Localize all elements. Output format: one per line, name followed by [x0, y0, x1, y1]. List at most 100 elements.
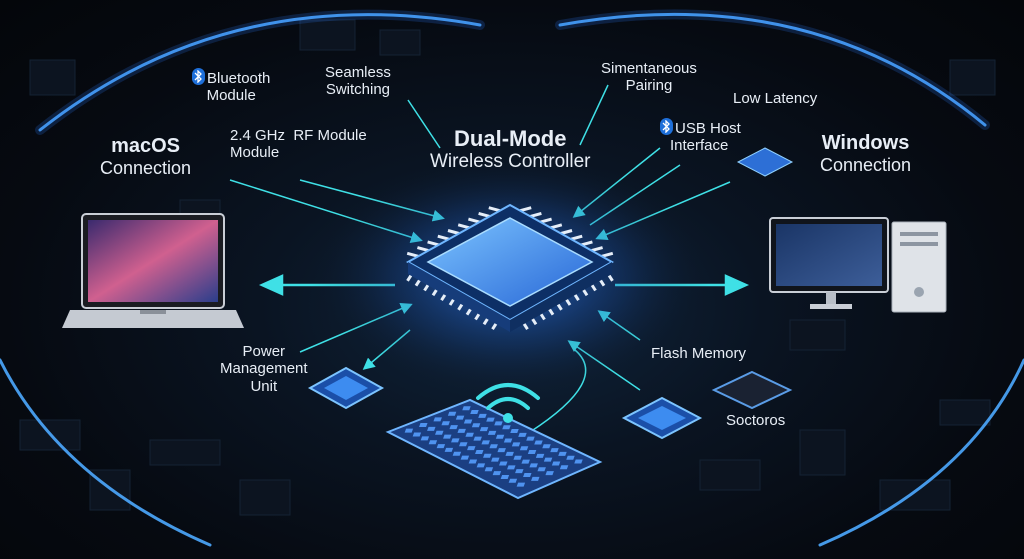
power-line1: Power: [242, 343, 286, 360]
rf-module-label: 2.4 GHz RF Module Module: [230, 127, 367, 162]
chip-pin: [406, 251, 419, 258]
title-line2: Wireless Controller: [430, 151, 591, 173]
keyboard-key: [451, 438, 460, 443]
macos-subtitle: Connection: [100, 158, 192, 178]
keyboard-key: [475, 449, 484, 454]
keyboard-key: [508, 478, 518, 483]
usb-line1: USB Host: [675, 120, 741, 137]
keyboard-key: [516, 482, 526, 487]
chip-pin: [540, 217, 552, 224]
keyboard-key: [476, 463, 486, 468]
keyboard-key: [519, 446, 529, 451]
chip-pin: [519, 206, 532, 213]
keyboard-key: [518, 432, 527, 437]
windows-subtitle: Connection: [820, 155, 912, 175]
keyboard-key: [545, 471, 554, 476]
keyboard-key: [428, 440, 438, 445]
keyboard-key: [481, 440, 490, 445]
keyboard-key: [419, 423, 428, 428]
windows-desktop: [769, 217, 947, 313]
controller-chip: [310, 155, 710, 395]
keyboard-key: [404, 428, 414, 433]
chip-pin: [427, 240, 439, 247]
keyboard-key: [471, 423, 481, 428]
keyboard-key: [558, 451, 567, 456]
keyboard-key: [542, 444, 551, 449]
keyboard-key: [465, 432, 474, 437]
keyboard-key: [468, 459, 478, 464]
chip-pin: [447, 229, 460, 235]
sector-chip: [711, 370, 793, 410]
keyboard-key: [444, 447, 454, 452]
keyboard-key: [435, 430, 444, 435]
chip-pin: [570, 234, 583, 241]
power-chip: [307, 366, 385, 410]
power-line3: Unit: [250, 377, 278, 395]
keyboard-key: [551, 461, 561, 466]
low-latency-label: Low Latency: [733, 90, 817, 107]
title-line1: Dual-Mode: [454, 126, 567, 151]
flash-memory-label: Flash Memory: [651, 345, 746, 362]
keyboard-key: [500, 474, 510, 479]
windows-connection-label: Windows Connection: [820, 132, 911, 176]
chip-pin: [468, 217, 480, 224]
macos-connection-label: macOS Connection: [100, 135, 191, 179]
power-line2: Management: [220, 360, 308, 378]
keyboard-key: [521, 459, 530, 464]
keyboard-key: [459, 442, 468, 447]
keyboard-key: [527, 450, 537, 455]
flash-chip: [621, 396, 703, 440]
keyboard-key: [511, 442, 521, 447]
chip-pin: [581, 240, 593, 247]
keyboard-key: [499, 461, 508, 466]
keyboard-key: [443, 434, 452, 439]
bluetooth-icon: [192, 68, 205, 85]
keyboard-key: [436, 444, 446, 449]
keyboard-key: [535, 453, 545, 458]
circuit-background: [19, 19, 996, 516]
keyboard-key: [492, 471, 502, 476]
rf-line1: 2.4 GHz RF Module: [230, 127, 367, 144]
keyboard-key: [526, 436, 535, 441]
keyboard-key: [510, 429, 519, 434]
keyboard-key: [433, 417, 442, 422]
keyboard-key: [463, 419, 473, 424]
wireless-keyboard: [385, 398, 603, 500]
bluetooth-line2: Module: [206, 87, 256, 105]
keyboard-key: [449, 425, 458, 430]
usb-chip: [736, 147, 794, 177]
chip-pin: [591, 246, 603, 253]
keyboard-key: [473, 436, 482, 441]
sectors-line1: Soctoros: [726, 412, 786, 429]
keyboard-key: [531, 476, 540, 481]
keyboard-key: [455, 415, 465, 420]
usb-line2: Interface: [670, 137, 729, 155]
keyboard-key: [503, 438, 513, 443]
keyboard-key: [574, 459, 583, 464]
keyboard-key: [543, 457, 553, 462]
windows-title: Windows: [821, 132, 910, 154]
page-title: Dual-Mode Wireless Controller: [430, 126, 590, 173]
keyboard-key: [529, 463, 538, 468]
macos-title: macOS: [111, 135, 180, 157]
chip-pin: [560, 229, 573, 235]
keyboard-key: [534, 440, 543, 445]
keyboard-key: [502, 425, 511, 430]
chip-pin: [457, 223, 470, 230]
keyboard-key: [559, 465, 569, 470]
keyboard-key: [470, 410, 479, 415]
keyboard-key: [441, 421, 450, 426]
keyboard-key: [495, 434, 505, 439]
rf-line2: Module: [230, 144, 280, 162]
keyboard-key: [478, 413, 487, 418]
keyboard-key: [566, 455, 575, 460]
flash-line1: Flash Memory: [651, 345, 747, 362]
keyboard-key: [491, 457, 500, 462]
keyboard-key: [420, 436, 430, 441]
keyboard-key: [487, 430, 497, 435]
chip-pin: [417, 246, 429, 253]
keyboard-key: [483, 453, 492, 458]
macbook-laptop: [62, 213, 244, 328]
keyboard-key: [484, 467, 494, 472]
glow-arcs: [0, 9, 1024, 547]
